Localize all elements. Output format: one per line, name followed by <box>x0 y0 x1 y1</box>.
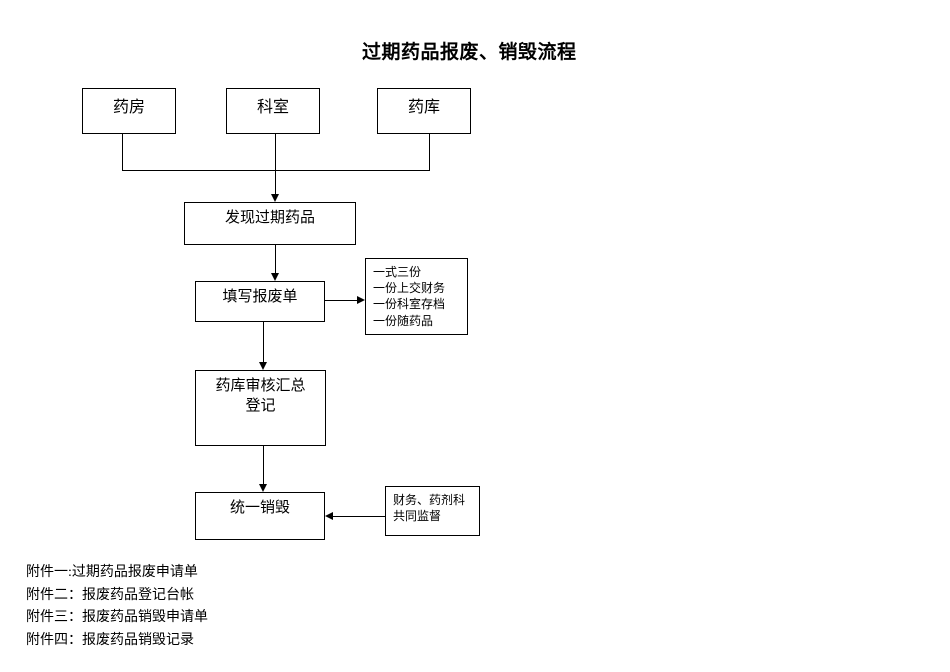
node-review-register[interactable]: 药库审核汇总 登记 <box>195 370 326 446</box>
arrowhead-to-copies-note <box>357 296 365 304</box>
note-supervision: 财务、药剂科 共同监督 <box>385 486 480 536</box>
connector-fillform-to-note <box>325 300 357 301</box>
attachment-list: 附件一:过期药品报废申请单 附件二：报废药品登记台帐 附件三：报废药品销毁申请单… <box>26 562 208 653</box>
connector-supervision-to-destroy <box>333 516 385 517</box>
attachment-item-4: 附件四：报废药品销毁记录 <box>26 633 194 649</box>
node-fill-form[interactable]: 填写报废单 <box>195 281 325 322</box>
connector-source-bus <box>122 170 430 171</box>
node-pharmacy-label: 药房 <box>112 99 145 116</box>
attachment-item-1: 附件一:过期药品报废申请单 <box>26 565 198 580</box>
node-fill-form-label: 填写报废单 <box>222 289 298 305</box>
connector-review-to-destroy <box>263 446 264 484</box>
connector-warehouse-drop <box>429 134 430 171</box>
attachment-item-2: 附件二：报废药品登记台帐 <box>26 587 194 603</box>
note-copies: 一式三份 一份上交财务 一份科室存档 一份随药品 <box>365 258 468 335</box>
node-pharmacy[interactable]: 药房 <box>82 88 176 134</box>
node-discover-label: 发现过期药品 <box>224 210 315 226</box>
node-destroy-label: 统一销毁 <box>229 500 290 516</box>
page-title: 过期药品报废、销毁流程 <box>362 42 577 63</box>
arrowhead-to-destroy-from-note <box>325 512 333 520</box>
node-warehouse[interactable]: 药库 <box>377 88 471 134</box>
arrowhead-to-discover <box>271 194 279 202</box>
arrowhead-to-review <box>259 362 267 370</box>
connector-discover-to-fillform <box>275 245 276 273</box>
connector-fillform-to-review <box>263 322 264 362</box>
arrowhead-to-destroy <box>259 484 267 492</box>
node-warehouse-label: 药库 <box>407 99 440 116</box>
arrowhead-to-fillform <box>271 273 279 281</box>
node-destroy[interactable]: 统一销毁 <box>195 492 325 540</box>
node-review-register-label: 药库审核汇总 登记 <box>215 378 306 415</box>
connector-pharmacy-drop <box>122 134 123 171</box>
node-department[interactable]: 科室 <box>226 88 320 134</box>
node-department-label: 科室 <box>256 99 289 116</box>
connector-bus-to-discover <box>275 134 276 194</box>
attachment-item-3: 附件三：报废药品销毁申请单 <box>26 610 208 626</box>
node-discover[interactable]: 发现过期药品 <box>184 202 356 245</box>
